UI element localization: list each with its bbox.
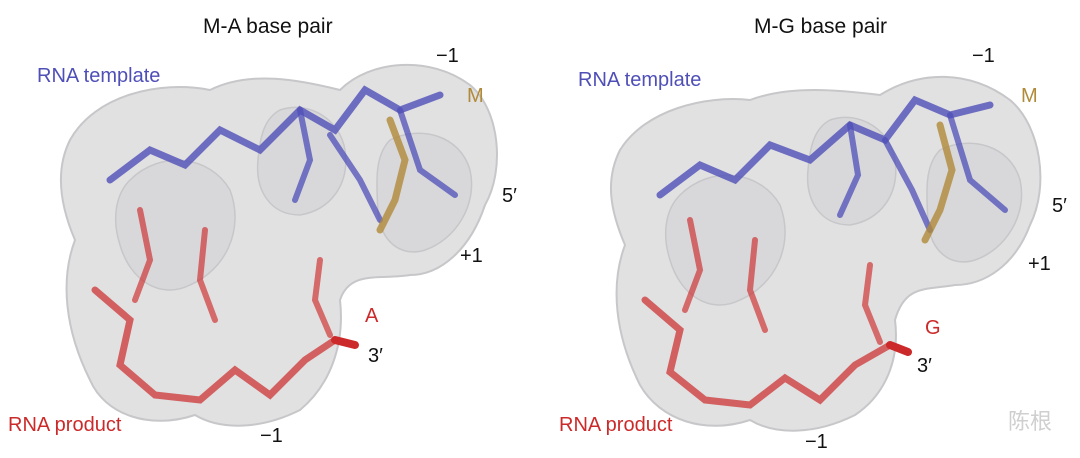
minus1-bottom-label: −1: [805, 431, 828, 453]
rna-template-label: RNA template: [37, 65, 161, 87]
rna-product-label: RNA product: [559, 414, 673, 436]
product-backbone: [132, 207, 333, 338]
panel-mg: M-G base pair RNA template −1 M 5′ +1 G …: [540, 0, 1080, 458]
ma-density-illustration: [60, 63, 498, 427]
base-m: [376, 116, 409, 234]
three-prime-label: 3′: [368, 345, 383, 367]
base-m-label: M: [467, 85, 484, 107]
template-backbone: [656, 95, 994, 199]
base-m: [921, 121, 956, 244]
rna-template-label: RNA template: [578, 69, 702, 91]
minus1-top-label: −1: [972, 45, 995, 67]
pair-base: [331, 336, 359, 349]
template-backbone: [106, 85, 444, 184]
watermark: 陈根: [1008, 410, 1053, 435]
five-prime-label: 5′: [1052, 195, 1067, 217]
panel-ma: M-A base pair RNA template −1 M 5′ +1 A …: [8, 15, 517, 447]
pair-base-label: A: [365, 305, 379, 327]
plus1-label: +1: [460, 245, 483, 267]
pair-base: [886, 341, 912, 356]
mg-density-illustration: [610, 75, 1042, 432]
product-backbone: [682, 217, 883, 345]
base-m-label: M: [1021, 85, 1038, 107]
minus1-top-label: −1: [436, 45, 459, 67]
five-prime-label: 5′: [502, 185, 517, 207]
density-lobe: [376, 132, 473, 253]
panel-title: M-A base pair: [203, 15, 333, 38]
product-backbone: [641, 296, 894, 409]
rna-product-label: RNA product: [8, 414, 122, 436]
product-backbone: [91, 286, 339, 404]
template-backbone: [292, 107, 458, 223]
minus1-bottom-label: −1: [260, 425, 283, 447]
density-lobe: [664, 174, 786, 306]
panel-title: M-G base pair: [754, 15, 888, 38]
three-prime-label: 3′: [917, 355, 932, 377]
template-backbone: [837, 112, 1008, 233]
plus1-label: +1: [1028, 253, 1051, 275]
pair-base-label: G: [925, 317, 941, 339]
